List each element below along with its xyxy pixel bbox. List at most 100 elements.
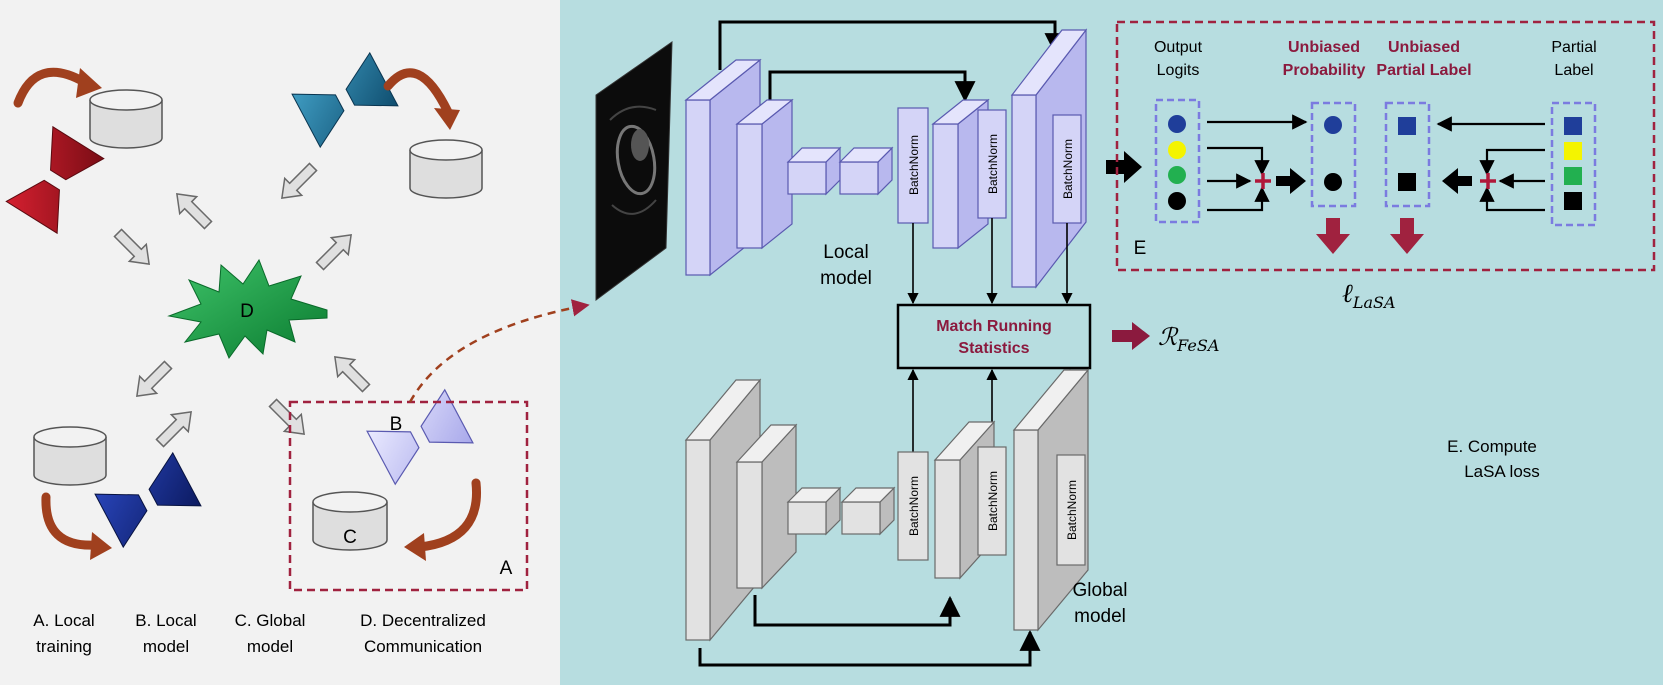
global-batchnorm-2: BatchNorm xyxy=(977,446,1007,556)
unbiased-partial-label-box xyxy=(1384,101,1431,208)
fesa-loss: ℛFeSA xyxy=(1158,323,1219,355)
match-running-statistics: Match Running Statistics xyxy=(896,303,1092,370)
curved-arrow-top-right xyxy=(383,68,453,117)
selection-box-a xyxy=(288,400,529,592)
lasa-dashed-box xyxy=(1115,20,1656,272)
zoom-connector xyxy=(408,299,590,403)
unbiased-probability-box xyxy=(1310,101,1357,208)
global-model-network: BatchNorm BatchNorm BatchNorm Global mod… xyxy=(684,368,1128,667)
prob-blue xyxy=(1324,116,1342,134)
legend-c-line1: C. Global xyxy=(235,611,306,630)
logit-green xyxy=(1168,166,1186,184)
plus-sign-left xyxy=(1255,173,1271,189)
match-box-line2: Statistics xyxy=(958,340,1029,357)
match-box xyxy=(896,303,1092,370)
partial-label-down-arrow xyxy=(1390,218,1424,254)
node-label-c: C xyxy=(343,527,357,548)
cylinder-top-right xyxy=(409,139,483,199)
local-model-label-line2: model xyxy=(820,268,872,289)
global-skip-connections xyxy=(698,595,1041,667)
arrow-from-red-model xyxy=(113,228,150,265)
cylinder-bottom-left xyxy=(33,426,107,486)
cylinder-global-model-c: C xyxy=(312,491,388,551)
to-lasa-arrow xyxy=(1106,151,1142,183)
global-batchnorm-3: BatchNorm xyxy=(1056,454,1086,566)
to-fesa-arrow xyxy=(1112,322,1150,350)
decentralized-communication-star: D xyxy=(167,258,328,360)
match-box-line1: Match Running xyxy=(936,318,1052,335)
arrow-from-navy-model xyxy=(155,411,192,448)
node-label-a: A xyxy=(500,558,513,579)
unbiased-probability-line1: Unbiased xyxy=(1288,39,1360,56)
label-blue xyxy=(1564,117,1582,135)
legend-c-line2: model xyxy=(247,637,293,656)
logits-circles xyxy=(1168,115,1186,210)
arrow-to-red-model xyxy=(176,193,213,230)
global-feature-maps xyxy=(684,368,1090,642)
global-model-label-line1: Global xyxy=(1073,580,1128,601)
probability-down-arrow xyxy=(1316,218,1350,254)
local-batchnorm-1: BatchNorm xyxy=(897,107,929,224)
lasa-panel: Output Logits Unbiased Probability Unbia… xyxy=(1115,20,1656,272)
logits-group-box xyxy=(1154,98,1201,224)
local-batchnorm-3: BatchNorm xyxy=(1052,114,1082,224)
partial-label-box xyxy=(1550,101,1597,227)
arrow-from-teal-model xyxy=(315,234,352,271)
partial-label-line1: Partial xyxy=(1551,39,1596,56)
arrow-from-lilac-model xyxy=(334,356,371,393)
node-label-d: D xyxy=(240,301,254,322)
local-training-arrows xyxy=(13,67,482,552)
fesa-symbol: ℛ xyxy=(1158,323,1179,351)
logit-black xyxy=(1168,192,1186,210)
lasa-panel-tag: E xyxy=(1134,238,1147,259)
model-icon-navy xyxy=(94,451,202,549)
unbiased-probability-circles xyxy=(1324,116,1342,191)
global-batchnorm-1: BatchNorm xyxy=(897,451,929,561)
batchnorm-label: BatchNorm xyxy=(907,476,921,536)
to-partial-label-block-arrow xyxy=(1442,168,1472,194)
batchnorm-label: BatchNorm xyxy=(907,135,921,195)
global-model-label-line2: model xyxy=(1074,606,1126,627)
logit-yellow xyxy=(1168,141,1186,159)
unbiased-partial-label-line2: Partial Label xyxy=(1376,62,1471,79)
model-icon-lilac xyxy=(366,388,474,486)
local-model-label-line1: Local xyxy=(823,242,868,263)
left-panel-background xyxy=(0,0,560,685)
unbiased-partial-label-line1: Unbiased xyxy=(1388,39,1460,56)
batchnorm-label: BatchNorm xyxy=(986,134,1000,194)
partial-label-line2: Label xyxy=(1554,62,1593,79)
cylinder-top-left xyxy=(89,89,163,149)
arrow-to-lilac-model xyxy=(268,398,305,435)
curved-arrow-bottom-right xyxy=(415,478,482,552)
legend-d-line2: Communication xyxy=(364,637,482,656)
arrow-to-navy-model xyxy=(136,360,173,397)
fesa-subscript: FeSA xyxy=(1176,336,1219,355)
ulabel-black xyxy=(1398,173,1416,191)
legend-d-line1: D. Decentralized xyxy=(360,611,486,630)
local-model-network: BatchNorm BatchNorm BatchNorm Local mode… xyxy=(684,20,1088,289)
legend-a-line1: A. Local xyxy=(33,611,94,630)
batchnorm-label: BatchNorm xyxy=(986,471,1000,531)
left-legend: A. Local training B. Local model C. Glob… xyxy=(33,611,486,656)
lasa-symbol: ℓ xyxy=(1342,279,1353,309)
lasa-subscript: LaSA xyxy=(1352,293,1396,312)
lasa-flow-arrows xyxy=(1207,114,1545,212)
batchnorm-label: BatchNorm xyxy=(1065,480,1079,540)
legend-a-line2: training xyxy=(36,637,92,656)
curved-arrow-heads xyxy=(76,68,460,561)
to-probability-block-arrow xyxy=(1276,168,1306,194)
compute-note-line2: LaSA loss xyxy=(1464,462,1540,481)
curved-arrow-top-left xyxy=(13,67,89,108)
partial-label-squares xyxy=(1564,117,1582,210)
label-black xyxy=(1564,192,1582,210)
legend-b-line1: B. Local xyxy=(135,611,196,630)
ulabel-blue xyxy=(1398,117,1416,135)
node-label-b: B xyxy=(390,414,403,435)
local-skip-connections xyxy=(718,20,1066,103)
local-batchnorm-2: BatchNorm xyxy=(977,109,1007,219)
prob-black xyxy=(1324,173,1342,191)
legend-b-line2: model xyxy=(143,637,189,656)
arrow-to-teal-model xyxy=(281,162,318,199)
